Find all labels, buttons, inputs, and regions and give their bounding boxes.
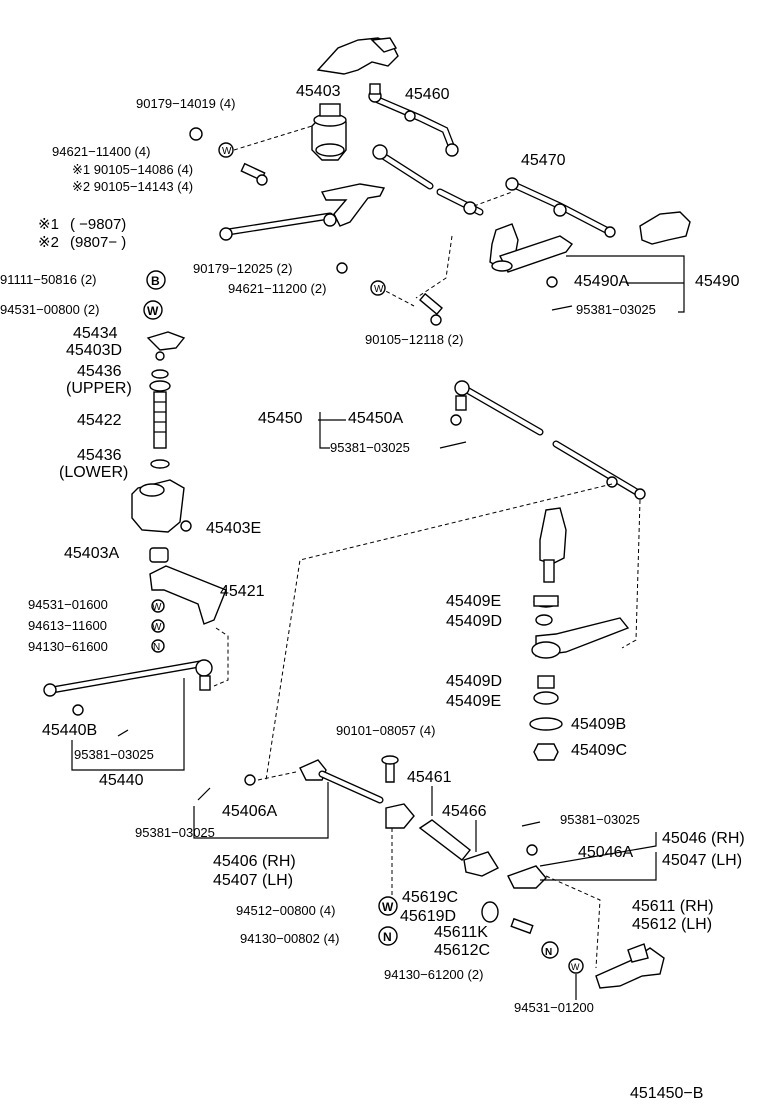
label-45409D-upper: 45409D	[446, 613, 503, 630]
label-94621-11400: 94621−11400 (4)	[52, 144, 151, 159]
label-45440B: 45440B	[42, 722, 98, 739]
label-45409B: 45409B	[571, 716, 627, 733]
svg-text:W: W	[571, 962, 580, 972]
svg-text:N: N	[153, 642, 160, 653]
label-90105-14086: ※1 90105−14086 (4)	[72, 162, 194, 177]
label-45436-upper: 45436	[77, 363, 122, 380]
label-45047-lh: 45047 (LH)	[662, 852, 743, 869]
label-45611-rh: 45611 (RH)	[632, 898, 714, 915]
svg-text:W: W	[152, 622, 162, 633]
label-95381-03025-mid: 95381−03025	[330, 440, 410, 455]
label-45611K: 45611K	[434, 924, 488, 941]
label-45409D-lower: 45409D	[446, 673, 503, 690]
label-45619C: 45619C	[402, 889, 459, 906]
svg-text:W: W	[147, 304, 159, 318]
center-clamps-drawing: W N N	[378, 755, 559, 959]
label-45407-lh: 45407 (LH)	[213, 872, 294, 889]
label-45421: 45421	[220, 583, 265, 600]
label-45409E-upper: 45409E	[446, 593, 502, 610]
label-45436-lower: 45436	[77, 447, 122, 464]
label-45461: 45461	[407, 769, 452, 786]
tie-rod-45440-drawing	[43, 627, 229, 771]
label-94613-11600: 94613−11600	[28, 618, 107, 633]
tie-rod-45406-drawing	[193, 759, 384, 839]
idler-assembly-45409-drawing	[529, 507, 630, 761]
svg-text:B: B	[151, 274, 160, 288]
rod-45470-drawing	[505, 177, 691, 245]
label-45406A: 45406A	[222, 803, 278, 820]
relay-rod-45450-drawing	[265, 380, 646, 781]
tie-rod-end-45046-drawing: W	[507, 821, 665, 1000]
label-90105-12118: 90105−12118 (2)	[365, 332, 464, 347]
label-45619D: 45619D	[400, 908, 457, 925]
label-94130-00802: 94130−00802 (4)	[240, 931, 340, 946]
label-95381-03025-top: 95381−03025	[576, 302, 656, 317]
label-94512-00800: 94512−00800 (4)	[236, 903, 336, 918]
label-94531-00800: 94531−00800 (2)	[0, 302, 100, 317]
label-95381-03025-bottom-left: 95381−03025	[135, 825, 215, 840]
label-45490A: 45490A	[574, 273, 630, 290]
label-45403E: 45403E	[206, 520, 262, 537]
svg-text:N: N	[545, 947, 552, 958]
top-fasteners-drawing: W W	[189, 127, 573, 326]
note-2-range: (9807− )	[70, 234, 127, 251]
label-lower: (LOWER)	[59, 464, 129, 481]
label-90101-08057: 90101−08057 (4)	[336, 723, 436, 738]
label-45450: 45450	[258, 410, 303, 427]
label-94531-01600: 94531−01600	[28, 597, 108, 612]
note-2-mark: ※2	[38, 234, 59, 251]
diagram-reference-code: 451450−B	[630, 1085, 704, 1102]
rod-45460-drawing	[368, 83, 459, 157]
note-1-mark: ※1	[38, 216, 59, 233]
label-45470: 45470	[521, 152, 566, 169]
label-45460: 45460	[405, 86, 450, 103]
idler-arm-45490-drawing	[489, 223, 574, 273]
label-45440: 45440	[99, 772, 144, 789]
label-45466: 45466	[442, 803, 487, 820]
label-94621-11200: 94621−11200 (2)	[228, 281, 327, 296]
label-45450A: 45450A	[348, 410, 404, 427]
label-45409C: 45409C	[571, 742, 628, 759]
label-94130-61200: 94130−61200 (2)	[384, 967, 484, 982]
svg-text:W: W	[374, 284, 384, 295]
label-94531-01200: 94531−01200	[514, 1000, 594, 1015]
svg-text:W: W	[152, 602, 162, 613]
label-upper: (UPPER)	[66, 380, 132, 397]
label-95381-03025-left: 95381−03025	[74, 747, 154, 762]
label-45612-lh: 45612 (LH)	[632, 916, 713, 933]
label-90179-12025: 90179−12025 (2)	[193, 261, 293, 276]
label-45409E-lower: 45409E	[446, 693, 502, 710]
svg-text:W: W	[382, 900, 394, 914]
label-45422: 45422	[77, 412, 122, 429]
label-45403D: 45403D	[66, 342, 123, 359]
label-45046A: 45046A	[578, 844, 634, 861]
label-45612C: 45612C	[434, 942, 491, 959]
label-45490: 45490	[695, 273, 740, 290]
label-45434: 45434	[73, 325, 118, 342]
label-90105-14143: ※2 90105−14143 (4)	[72, 179, 194, 194]
label-45403A: 45403A	[64, 545, 120, 562]
svg-text:W: W	[222, 146, 232, 157]
legend-symbols: B W	[143, 270, 166, 320]
label-45046-rh: 45046 (RH)	[662, 830, 745, 847]
svg-text:N: N	[383, 930, 392, 944]
label-90179-14019: 90179−14019 (4)	[136, 96, 236, 111]
label-94130-61600: 94130−61600	[28, 639, 108, 654]
knuckle-stack-drawing: W W N	[131, 331, 227, 653]
label-91111-50816: 91111−50816 (2)	[0, 272, 97, 287]
label-45403: 45403	[296, 83, 341, 100]
label-95381-03025-right: 95381−03025	[560, 812, 640, 827]
bracket-45403-drawing	[311, 37, 399, 161]
pitman-arm-drawing	[219, 144, 484, 241]
label-45406-rh: 45406 (RH)	[213, 853, 296, 870]
note-1-range: ( −9807)	[70, 216, 127, 233]
